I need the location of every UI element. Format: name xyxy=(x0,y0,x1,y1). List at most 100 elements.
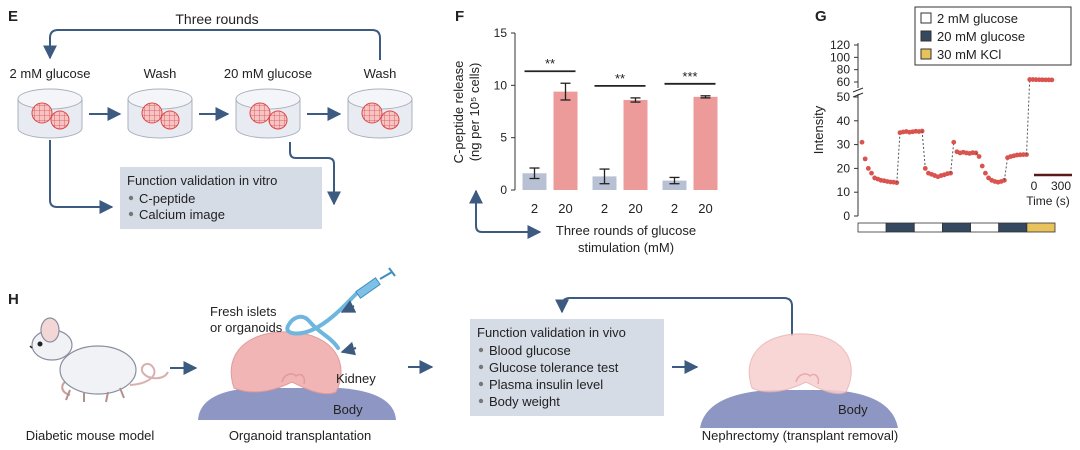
panel-h: H Diabetic mouse model Fre xyxy=(8,267,898,443)
caption-transplantation: Organoid transplantation xyxy=(229,428,371,443)
trace-point xyxy=(976,154,982,159)
dish1-to-box-arrow xyxy=(49,140,114,214)
in-vitro-item-2: Calcium image xyxy=(139,207,225,222)
step-label-2: Wash xyxy=(144,66,177,81)
body-shape xyxy=(198,388,396,420)
f-xtick-label: 20 xyxy=(698,201,712,216)
bullet-icon xyxy=(478,347,484,353)
g-ytick-label: 30 xyxy=(837,138,851,152)
bullet-icon xyxy=(128,211,134,217)
three-rounds-loop-arrow xyxy=(43,29,381,60)
culture-dish-4 xyxy=(347,88,413,139)
trace-point xyxy=(1001,177,1007,183)
time-scalebar: 0 300 Time (s) xyxy=(1026,173,1072,208)
condition-segment xyxy=(913,222,943,233)
trace-point xyxy=(865,166,871,171)
f-xlabel-line1: Three rounds of glucose xyxy=(556,223,696,238)
f-ytick-label: 10 xyxy=(494,78,508,92)
condition-segment xyxy=(1026,222,1056,233)
loop-label: Three rounds xyxy=(175,11,258,27)
kidney-label: Kidney xyxy=(336,371,376,386)
panel-label-h: H xyxy=(8,291,19,308)
scalebar-tick-0: 0 xyxy=(1031,179,1038,193)
transition-line xyxy=(921,130,926,169)
bullet-icon xyxy=(128,195,134,201)
bar-2 xyxy=(553,91,578,190)
trace-point xyxy=(859,139,865,145)
f-xtick-label: 2 xyxy=(531,201,538,216)
source-label-2: or organoids xyxy=(210,320,283,335)
f-ytick-label: 0 xyxy=(500,183,507,197)
significance-stars: ** xyxy=(615,71,625,86)
condition-segment xyxy=(885,222,915,233)
trace-point xyxy=(922,166,928,171)
legend-swatch-20mM xyxy=(920,30,932,42)
f-ylabel-line2: (ng per 10⁵ cells) xyxy=(467,63,482,162)
legend-swatch-2mM xyxy=(920,12,932,24)
body-label-1: Body xyxy=(333,402,363,417)
in-vivo-item-2: Glucose tolerance test xyxy=(489,360,619,375)
source-label-1: Fresh islets xyxy=(210,304,277,319)
f-xtick-label: 20 xyxy=(558,201,572,216)
in-vitro-title: Function validation in vitro xyxy=(127,173,277,188)
panel-g: G 2 mM glucose 20 mM glucose 30 mM KCl I… xyxy=(811,6,1072,233)
caption-mouse-model: Diabetic mouse model xyxy=(26,428,155,443)
trace-point xyxy=(869,170,874,176)
trace-point xyxy=(1049,77,1055,83)
g-ylabel: Intensity xyxy=(811,105,826,154)
step-label-1: 2 mM glucose xyxy=(10,66,91,81)
f-axis-arrow xyxy=(469,189,542,239)
inject-arrow-1 xyxy=(340,300,357,313)
g-ytick-label: 40 xyxy=(837,114,851,128)
culture-dish-3 xyxy=(235,88,301,139)
condition-segment xyxy=(857,222,887,233)
bullet-icon xyxy=(478,381,484,387)
panel-label-e: E xyxy=(8,8,18,25)
g-ytick-label: 50 xyxy=(837,90,851,104)
in-vivo-item-3: Plasma insulin level xyxy=(489,377,603,392)
culture-dish-1 xyxy=(17,88,83,139)
bar-6 xyxy=(693,96,718,190)
kidney-shape-2 xyxy=(748,333,852,395)
in-vivo-title: Function validation in vivo xyxy=(477,325,626,340)
scalebar-label: Time (s) xyxy=(1026,194,1070,208)
significance-stars: ** xyxy=(545,56,555,71)
g-ytick-label: 10 xyxy=(837,185,851,199)
culture-dish-2 xyxy=(127,88,193,139)
legend-label-20mM: 20 mM glucose xyxy=(937,29,1025,44)
bar-1 xyxy=(522,173,547,190)
axis-break-mark xyxy=(852,92,864,98)
syringe-icon xyxy=(355,267,396,299)
f-ytick-label: 5 xyxy=(500,131,507,145)
mouse-illustration xyxy=(29,317,169,403)
condition-bar xyxy=(857,222,1056,233)
bullet-icon xyxy=(478,364,484,370)
f-xtick-label: 2 xyxy=(601,201,608,216)
body-label-2: Body xyxy=(838,402,868,417)
axis-break-mark xyxy=(852,87,864,93)
nephrectomy-illustration xyxy=(700,333,898,428)
transplant-illustration xyxy=(198,267,396,420)
step-label-4: Wash xyxy=(364,66,397,81)
inject-arrow-2 xyxy=(340,341,357,356)
f-xlabel-line2: stimulation (mM) xyxy=(578,240,674,255)
condition-segment xyxy=(942,222,971,233)
panel-e: E Three rounds 2 mM glucose Wash 20 mM g… xyxy=(8,8,413,229)
trace-point xyxy=(862,156,868,162)
step-label-3: 20 mM glucose xyxy=(224,66,312,81)
f-xtick-label: 2 xyxy=(671,201,678,216)
in-vitro-box xyxy=(120,167,322,229)
g-ytick-label: 120 xyxy=(830,38,850,52)
trace-point xyxy=(951,139,957,145)
f-xtick-label: 20 xyxy=(628,201,642,216)
legend-label-kcl: 30 mM KCl xyxy=(937,47,1001,62)
trace-point xyxy=(894,180,900,186)
tube xyxy=(285,292,358,350)
in-vivo-box xyxy=(470,319,664,416)
h-return-arrow xyxy=(555,297,793,336)
g-ytick-label: 0 xyxy=(843,209,850,223)
in-vivo-item-4: Body weight xyxy=(489,394,560,409)
body-shape-2 xyxy=(700,390,898,428)
